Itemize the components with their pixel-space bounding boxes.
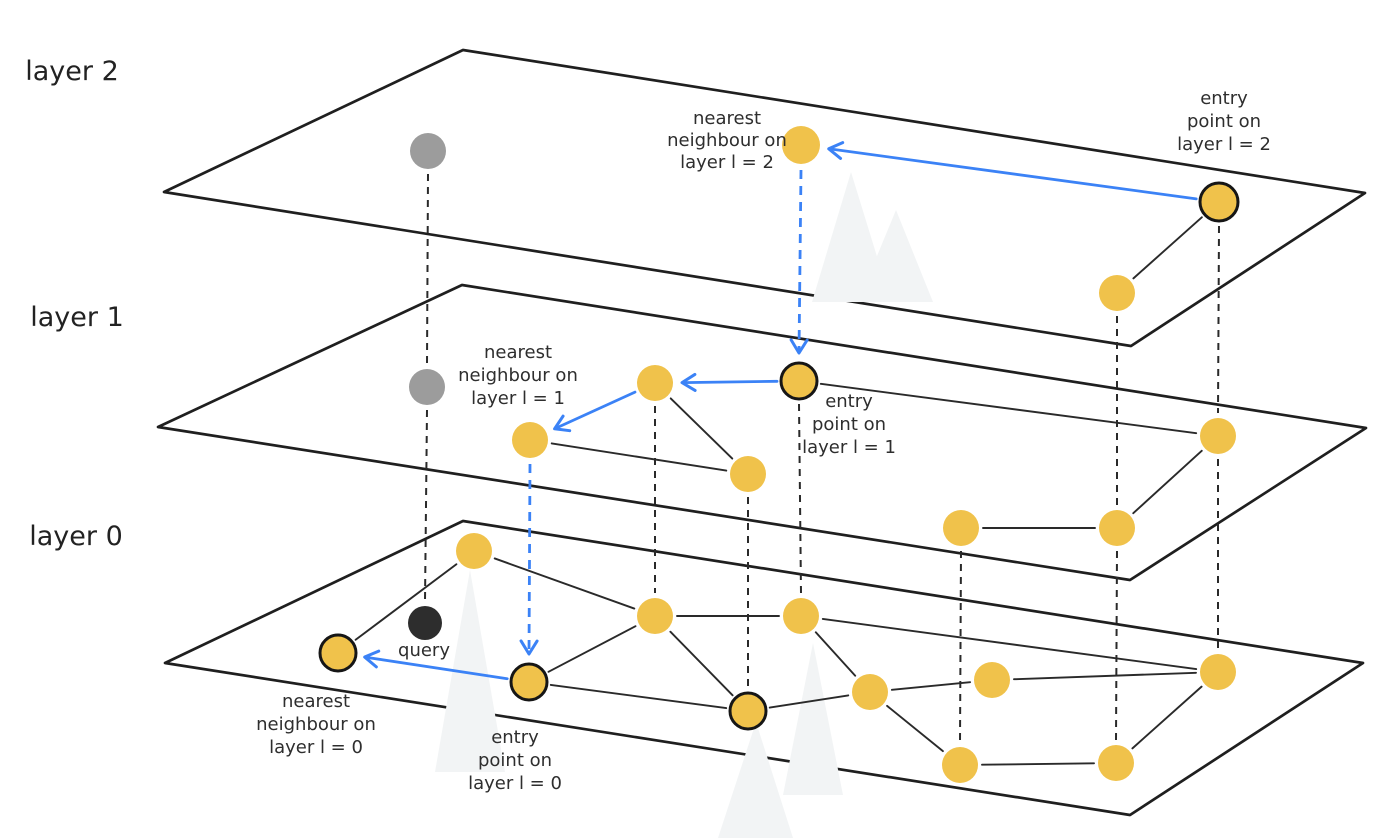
graph-node-nn-0 (318, 633, 358, 673)
ep1-label-line-0: entry (825, 391, 873, 412)
ep2-label-line-0: entry (1200, 88, 1248, 109)
edge-ep-2-l2-b (1132, 216, 1203, 280)
watermark-peak-3 (435, 570, 505, 772)
dashed-link-r1-b-f-0 (1115, 550, 1118, 741)
graph-node-top-0 (456, 533, 492, 569)
graph-node-r1-a (943, 510, 979, 546)
dashed-link-ep-1-b-0 (798, 403, 802, 594)
edge-top-0-a-0 (493, 557, 636, 610)
watermark-peak-2 (858, 210, 933, 302)
graph-node-h-0 (728, 691, 768, 731)
graph-node-ep-2 (1198, 181, 1240, 223)
graph-node-a-0 (637, 598, 673, 634)
layer-2-label: layer 2 (25, 56, 119, 87)
graph-node-c-0 (852, 674, 888, 710)
edge-b-0-g-0 (821, 617, 1198, 671)
graph-node-r1-b (1099, 510, 1135, 546)
edge-nn-1-low-1 (550, 442, 728, 472)
graph-node-mid-1 (637, 365, 673, 401)
ep2-label-line-2: layer l = 2 (1177, 134, 1271, 155)
edge-h-0-c-0 (768, 694, 850, 709)
edge-ep-1-far-1 (819, 382, 1198, 435)
plane-layer-2 (162, 48, 1367, 348)
layer-0-label: layer 0 (29, 521, 123, 552)
edge-ep-0-h-0 (549, 683, 728, 710)
graph-node-f-0 (1098, 745, 1134, 781)
edge-c-0-e-0 (886, 704, 944, 753)
nn1-label-line-1: neighbour on (458, 365, 578, 386)
edge-mid-1-low-1 (669, 397, 734, 460)
blue-arrow-mid-1-nn-1 (553, 390, 637, 433)
edge-ep-0-a-0 (547, 625, 637, 673)
graph-node-d-0 (974, 662, 1010, 698)
ep0-label-line-1: point on (478, 750, 552, 771)
ep2-label-line-1: point on (1187, 111, 1261, 132)
nn0-label-line-1: neighbour on (256, 714, 376, 735)
edge-a-0-h-0 (669, 630, 734, 697)
dashed-link-ep-2-far-1 (1217, 225, 1220, 414)
graph-node-nn-2 (782, 126, 820, 164)
edge-c-0-d-0 (890, 681, 972, 691)
edge-top-0-nn-0 (354, 563, 458, 641)
ep0-label-line-2: layer l = 0 (468, 773, 562, 794)
blue-arrow-ep-2-nn-2 (827, 141, 1198, 201)
graph-node-far-1 (1200, 418, 1236, 454)
ep0-label-line-0: entry (491, 727, 539, 748)
dashed-link-r1-a-e-0 (959, 550, 962, 743)
blue-arrow-ep-0-nn-0 (363, 649, 509, 681)
ep1-label-line-1: point on (812, 414, 886, 435)
edge-g-0-f-0 (1131, 685, 1203, 750)
ep1-label-line-2: layer l = 1 (802, 437, 896, 458)
graph-node-nn-1 (512, 422, 548, 458)
graph-node-ep-0 (509, 662, 549, 702)
graph-node-b-0 (783, 598, 819, 634)
dashed-link-gray-1-query (424, 409, 428, 602)
watermark-peak-4 (718, 722, 793, 838)
edge-b-0-c-0 (814, 631, 857, 677)
watermark-peak-1 (812, 172, 891, 302)
edge-r1-b-far-1 (1132, 449, 1203, 515)
nn2-label-line-1: neighbour on (667, 130, 787, 151)
graph-node-l2-b (1099, 275, 1135, 311)
graph-node-g-0 (1200, 654, 1236, 690)
dashed-link-gray-2-gray-1 (426, 173, 429, 365)
graph-node-ep-1 (779, 361, 819, 401)
nn1-label-line-0: nearest (484, 342, 552, 363)
graph-node-gray-2 (410, 133, 446, 169)
graph-node-low-1 (730, 456, 766, 492)
watermark-peak-5 (783, 643, 843, 795)
graph-node-e-0 (942, 747, 978, 783)
blue-dashed-arrow-nn-2-ep-1 (789, 169, 809, 355)
plane-layer-1 (156, 283, 1368, 582)
edge-e-0-f-0 (981, 762, 1095, 766)
nn0-label-line-0: nearest (282, 691, 350, 712)
blue-arrow-ep-1-mid-1 (680, 372, 779, 392)
graph-node-query (408, 606, 442, 640)
nn2-label-line-0: nearest (693, 108, 761, 129)
layer-1-label: layer 1 (30, 302, 124, 333)
edge-d-0-g-0 (1013, 671, 1197, 681)
graph-node-gray-1 (409, 369, 445, 405)
query-label-line-0: query (398, 640, 450, 661)
nn1-label-line-2: layer l = 1 (471, 388, 565, 409)
nn2-label-line-2: layer l = 2 (680, 152, 774, 173)
nn0-label-line-2: layer l = 0 (269, 737, 363, 758)
